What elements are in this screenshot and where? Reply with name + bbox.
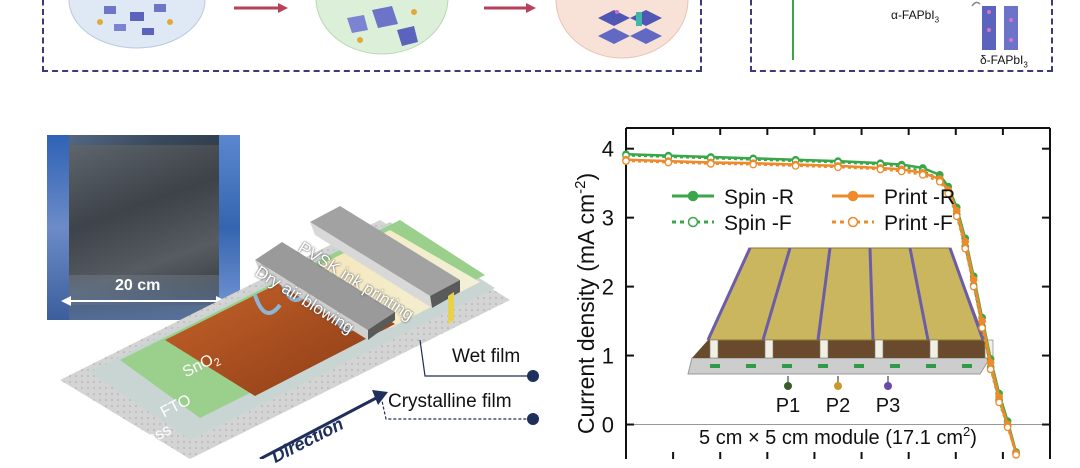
- inset-label-p1: P1: [776, 395, 800, 417]
- legend-marker-1: [689, 218, 698, 227]
- alpha-phase-label: α-FAPbI3: [891, 8, 939, 24]
- series-point: [970, 277, 976, 283]
- nucleation-sphere-3: [556, 0, 688, 58]
- legend-label-2: Print -R: [884, 186, 955, 209]
- series-point: [877, 166, 883, 172]
- inset-marker-dot: [834, 382, 842, 390]
- series-point: [987, 366, 993, 372]
- legend-marker-2: [849, 192, 858, 201]
- top-left-illustration: [42, 0, 704, 72]
- inset-electrode-contact: [926, 364, 936, 368]
- y-tick-label: 4: [602, 137, 614, 162]
- series-point: [920, 172, 926, 178]
- inset-electrode-contact: [710, 364, 720, 368]
- legend-label-1: Spin -F: [724, 212, 792, 235]
- crystalline-film-label: Crystalline film: [388, 391, 512, 413]
- nucleation-sphere-1: [69, 0, 205, 48]
- nucleation-sphere-2: [316, 0, 448, 54]
- series-point: [835, 164, 841, 170]
- wet-film-marker: [527, 370, 539, 382]
- series-point: [954, 213, 960, 219]
- y-tick-label: 3: [602, 206, 614, 231]
- inset-label-p3: P3: [876, 395, 900, 417]
- series-point: [623, 158, 629, 164]
- inset-gap: [875, 340, 883, 358]
- inset-marker-dot: [784, 382, 792, 390]
- series-point: [1013, 452, 1019, 458]
- inset-gap: [820, 340, 828, 358]
- legend-label-0: Spin -R: [724, 186, 794, 209]
- series-point: [962, 245, 968, 251]
- series-point: [792, 163, 798, 169]
- series-point: [970, 283, 976, 289]
- crystalline-film-marker: [527, 413, 539, 425]
- delta-phase-label: δ-FAPbI3: [980, 53, 1028, 69]
- series-point: [750, 161, 756, 167]
- y-tick-label: 2: [602, 275, 614, 300]
- y-tick-label: 1: [602, 344, 614, 369]
- module-inset-illustration: P1 P2 P3: [688, 248, 993, 417]
- legend-marker-0: [689, 192, 698, 201]
- inset-perovskite-layer: [692, 340, 990, 358]
- delta-phase-text: δ-FAPbI: [980, 53, 1023, 67]
- inset-electrode-contact: [782, 364, 792, 368]
- delta-phase-crystal-icon: [982, 6, 1018, 50]
- inset-gap: [765, 340, 773, 358]
- legend-label-3: Print -F: [884, 212, 953, 235]
- inset-electrode-contact: [746, 364, 756, 368]
- alpha-phase-text: α-FAPbI: [891, 8, 935, 22]
- module-size-annotation: 5 cm × 5 cm module (17.1 cm2): [699, 424, 977, 449]
- inset-marker-dot: [884, 382, 892, 390]
- arrow-right-icon: [234, 3, 288, 13]
- series-point: [898, 168, 904, 174]
- legend-marker-3: [849, 218, 858, 227]
- series-point: [1004, 424, 1010, 430]
- y-axis-label: Current density (mA cm-2): [572, 173, 599, 434]
- wet-film-label: Wet film: [452, 346, 520, 368]
- inset-electrode-contact: [890, 364, 900, 368]
- inset-label-p2: P2: [826, 395, 850, 417]
- inset-gap: [710, 340, 718, 358]
- inset-electrode-contact: [854, 364, 864, 368]
- series-point: [665, 159, 671, 165]
- delta-phase-subscript: 3: [1023, 60, 1027, 69]
- y-tick-label: 0: [602, 413, 614, 438]
- alpha-phase-subscript: 3: [935, 15, 939, 24]
- inset-glass-base: [688, 358, 990, 374]
- series-point: [979, 325, 985, 331]
- inset-gap: [930, 340, 938, 358]
- inset-electrode-contact: [818, 364, 828, 368]
- series-point: [708, 161, 714, 167]
- arrow-right-icon: [484, 3, 536, 13]
- inset-top-electrode: [708, 248, 985, 340]
- inset-electrode-contact: [962, 364, 972, 368]
- series-point: [937, 179, 943, 185]
- series-point: [996, 399, 1002, 405]
